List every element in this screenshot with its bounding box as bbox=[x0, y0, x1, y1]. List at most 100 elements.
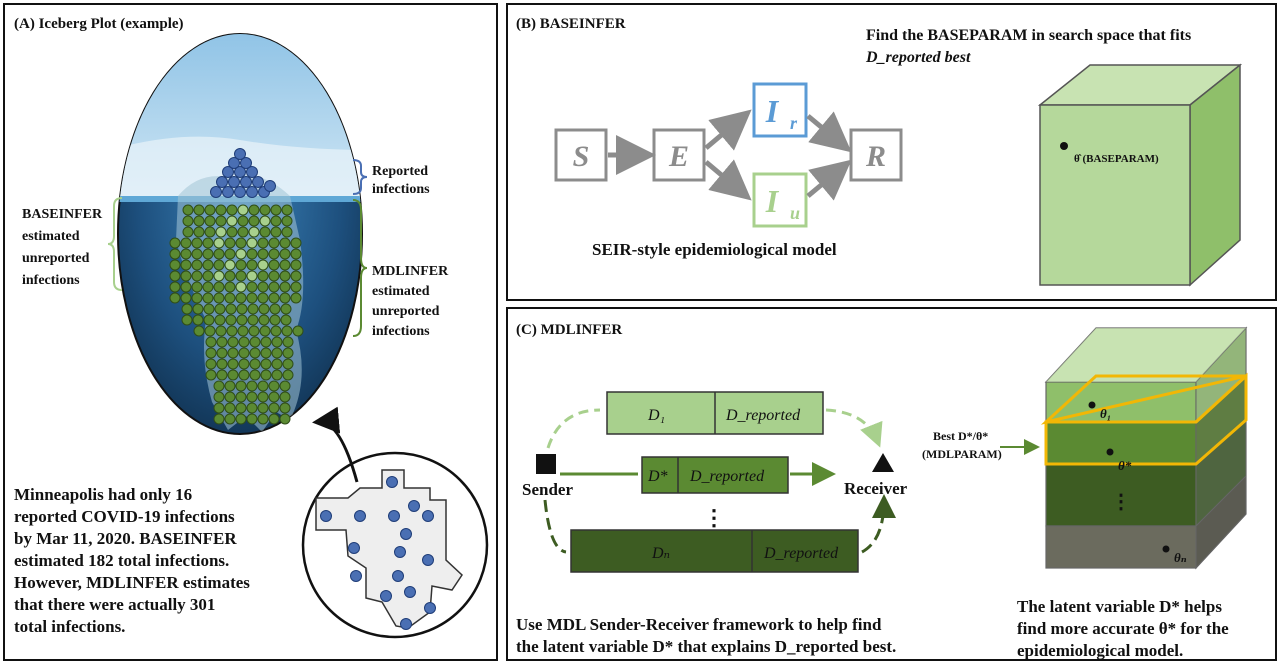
unreported-dot bbox=[236, 303, 248, 315]
unreported-dot bbox=[227, 347, 239, 359]
unreported-dot bbox=[279, 292, 291, 304]
base-label-4: infections bbox=[22, 273, 80, 288]
unreported-dot bbox=[248, 226, 260, 238]
unreported-dot bbox=[247, 303, 259, 315]
node-s-label: S bbox=[573, 140, 590, 173]
unreported-dot bbox=[224, 281, 236, 293]
desc-line-4: estimated 182 total infections. bbox=[14, 551, 229, 570]
best-label-1: Best D*/θ* bbox=[933, 429, 988, 443]
node-s bbox=[554, 128, 608, 182]
map-dot bbox=[422, 510, 434, 522]
unreported-dot bbox=[246, 292, 258, 304]
thetastar-label: θ* bbox=[1118, 458, 1132, 473]
unreported-dot bbox=[213, 380, 225, 392]
arrow-dn-receiver bbox=[861, 494, 896, 554]
unreported-dot bbox=[257, 237, 269, 249]
unreported-dot bbox=[271, 358, 283, 370]
unreported-dot bbox=[279, 380, 291, 392]
unreported-dot bbox=[180, 248, 192, 260]
unreported-dot bbox=[180, 237, 192, 249]
unreported-dot bbox=[269, 314, 281, 326]
base-label-1: BASEINFER bbox=[22, 207, 103, 222]
theta1-label: θ₁ bbox=[1100, 406, 1111, 421]
unreported-dot bbox=[213, 391, 225, 403]
unreported-dot bbox=[202, 292, 214, 304]
dstar-reported-label: D_reported bbox=[689, 468, 765, 485]
unreported-dot bbox=[169, 248, 181, 260]
reported-dot bbox=[240, 157, 252, 169]
node-iu-label: I bbox=[765, 183, 780, 219]
unreported-dot bbox=[249, 369, 261, 381]
unreported-dot bbox=[202, 248, 214, 260]
reported-brace bbox=[352, 159, 368, 195]
base-label-2: estimated bbox=[22, 229, 80, 244]
unreported-dot bbox=[193, 325, 205, 337]
unreported-dot bbox=[225, 303, 237, 315]
panel-c-right-2: find more accurate θ* for the bbox=[1017, 619, 1229, 638]
unreported-dot bbox=[213, 402, 225, 414]
unreported-dot bbox=[213, 292, 225, 304]
unreported-dot bbox=[257, 259, 269, 271]
unreported-dot bbox=[203, 314, 215, 326]
unreported-dot bbox=[225, 314, 237, 326]
unreported-dot bbox=[191, 270, 203, 282]
theta-hat-label: θ̂ (BASEPARAM) bbox=[1074, 153, 1159, 165]
mdl-label-1: MDLINFER bbox=[372, 264, 449, 279]
unreported-dot bbox=[193, 215, 205, 227]
d1-reported-label: D_reported bbox=[725, 407, 801, 424]
unreported-dot bbox=[246, 270, 258, 282]
unreported-dot bbox=[247, 314, 259, 326]
unreported-dot bbox=[292, 325, 304, 337]
unreported-dot bbox=[191, 237, 203, 249]
unreported-dot bbox=[238, 358, 250, 370]
map-dot bbox=[404, 586, 416, 598]
node-ir bbox=[752, 82, 808, 138]
unreported-dot bbox=[279, 248, 291, 260]
reported-dot bbox=[234, 148, 246, 160]
unreported-dot bbox=[191, 248, 203, 260]
unreported-dot bbox=[268, 413, 280, 425]
unreported-dot bbox=[202, 259, 214, 271]
panel-b-find-1: Find the BASEPARAM in search space that … bbox=[866, 27, 1191, 44]
unreported-dot bbox=[224, 270, 236, 282]
unreported-dot bbox=[279, 402, 291, 414]
unreported-dot bbox=[204, 204, 216, 216]
message-d1: D₁ D_reported bbox=[606, 391, 824, 435]
unreported-dots bbox=[169, 204, 304, 425]
unreported-dot bbox=[290, 292, 302, 304]
unreported-dot bbox=[180, 292, 192, 304]
unreported-dot bbox=[279, 413, 291, 425]
message-dn: Dₙ D_reported bbox=[570, 529, 859, 573]
unreported-dot bbox=[205, 358, 217, 370]
unreported-dot bbox=[169, 259, 181, 271]
search-space-cube: θ̂ (BASEPARAM) bbox=[1037, 63, 1243, 287]
unreported-dot bbox=[246, 402, 258, 414]
unreported-dot bbox=[282, 336, 294, 348]
unreported-dot bbox=[213, 281, 225, 293]
node-r bbox=[849, 128, 903, 182]
reported-dot bbox=[234, 166, 246, 178]
reported-dot bbox=[234, 186, 246, 198]
unreported-dot bbox=[224, 237, 236, 249]
unreported-dot bbox=[246, 259, 258, 271]
unreported-dot bbox=[257, 270, 269, 282]
node-iu bbox=[752, 172, 808, 228]
map-dot bbox=[400, 618, 412, 630]
unreported-dot bbox=[249, 347, 261, 359]
reported-dot bbox=[240, 176, 252, 188]
panel-b-title: (B) BASEINFER bbox=[516, 16, 626, 32]
arrow-sender-d1 bbox=[546, 408, 601, 449]
unreported-dot bbox=[203, 303, 215, 315]
unreported-dot bbox=[204, 215, 216, 227]
unreported-dot bbox=[235, 292, 247, 304]
unreported-dot bbox=[182, 204, 194, 216]
unreported-dot bbox=[227, 336, 239, 348]
map-dot bbox=[350, 570, 362, 582]
unreported-dot bbox=[182, 215, 194, 227]
mdl-label-3: unreported bbox=[372, 304, 440, 319]
unreported-dot bbox=[271, 336, 283, 348]
sender-label: Sender bbox=[522, 480, 573, 499]
unreported-dot bbox=[236, 314, 248, 326]
unreported-dot bbox=[258, 303, 270, 315]
